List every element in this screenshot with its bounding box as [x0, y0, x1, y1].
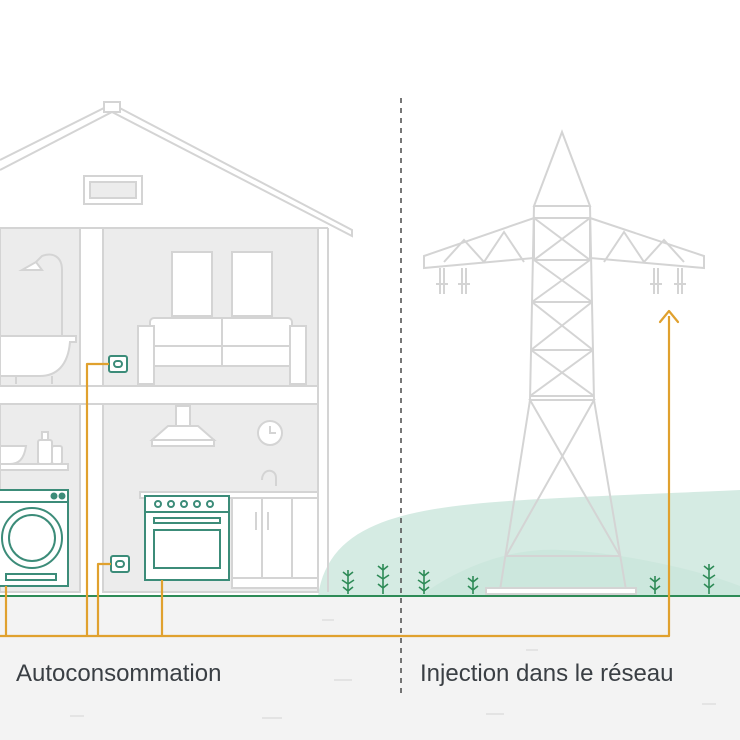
grass-sprout-icon — [341, 570, 355, 594]
washing-machine-icon — [0, 489, 69, 587]
sink-icon — [261, 469, 277, 486]
bottle-icon — [37, 439, 53, 465]
range-hood-icon — [149, 405, 217, 447]
wire-outlet-lower — [96, 562, 111, 636]
grass-sprout-icon — [702, 564, 716, 594]
grass-sprout-icon — [376, 564, 390, 594]
label-self-consumption: Autoconsommation — [16, 660, 222, 687]
kitchen-shelf — [0, 431, 69, 471]
grass-sprout-icon — [467, 576, 479, 594]
roof-chimney-cap — [103, 101, 121, 113]
transmission-tower-icon — [423, 129, 705, 595]
clock-icon — [257, 420, 283, 446]
grass-sprout-icon — [649, 576, 661, 594]
power-outlet-icon — [108, 355, 128, 373]
grass-sprout-icon — [417, 570, 431, 594]
power-wires — [0, 316, 671, 638]
shower-icon — [18, 253, 63, 336]
sofa-icon — [137, 251, 307, 385]
wire-main-to-grid — [0, 316, 671, 638]
arrow-up-icon — [658, 309, 680, 324]
wall-painting-left — [171, 251, 213, 317]
wall-painting-right — [231, 251, 273, 317]
ground-band — [0, 596, 740, 740]
house-roof — [0, 102, 353, 238]
bathtub-icon — [0, 335, 77, 384]
oven-icon — [144, 495, 230, 581]
wire-outlet-upper — [85, 362, 109, 636]
label-grid-injection: Injection dans le réseau — [420, 660, 674, 687]
power-outlet-icon — [110, 555, 130, 573]
ground-dashes — [70, 619, 716, 719]
